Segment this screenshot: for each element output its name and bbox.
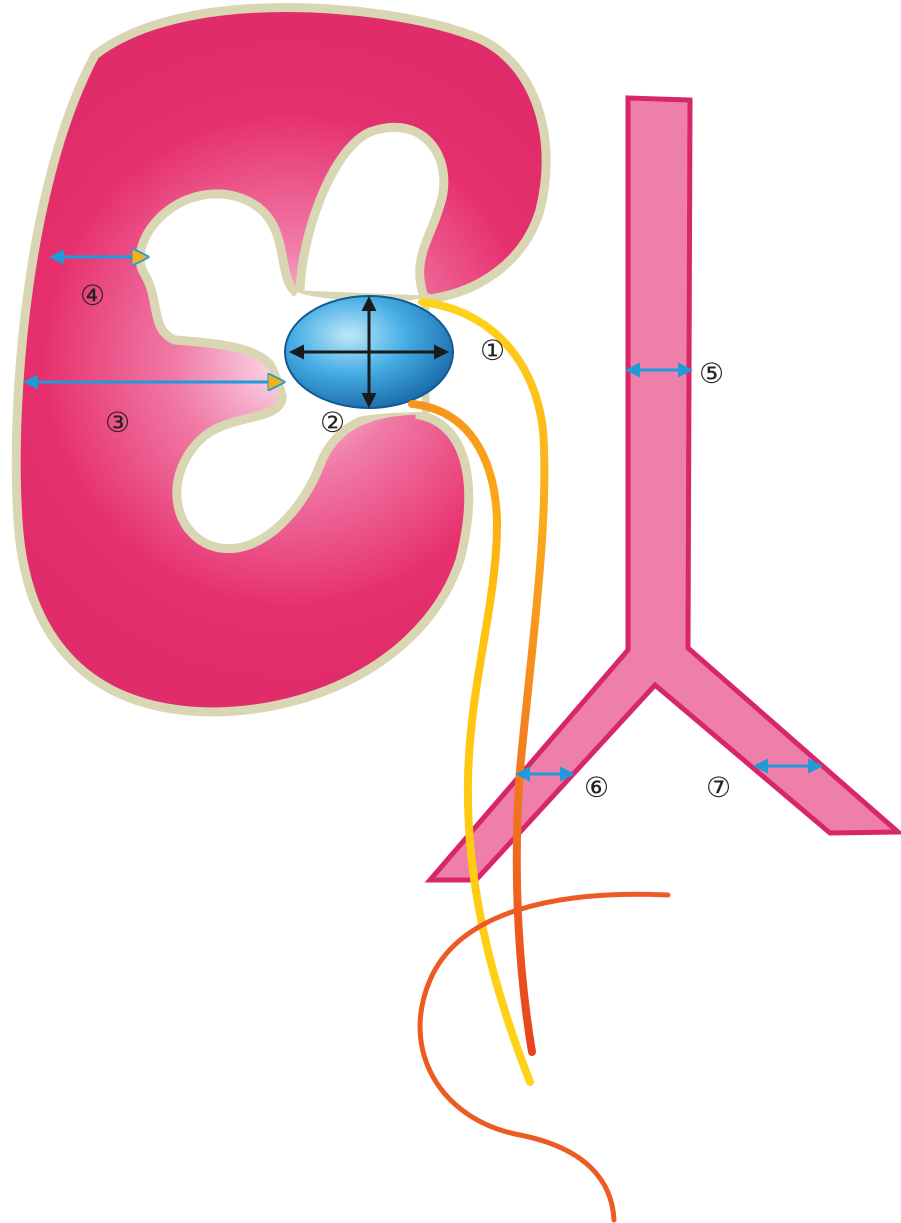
bladder-curve (420, 894, 668, 1220)
label-6: ⑥ (584, 771, 609, 804)
label-4: ④ (80, 279, 105, 312)
label-1: ① (480, 334, 505, 367)
kidney (16, 8, 546, 713)
renal-pelvis (285, 296, 453, 408)
label-2: ② (320, 406, 345, 439)
label-7: ⑦ (706, 771, 731, 804)
label-5: ⑤ (699, 357, 724, 390)
label-3: ③ (105, 406, 130, 439)
